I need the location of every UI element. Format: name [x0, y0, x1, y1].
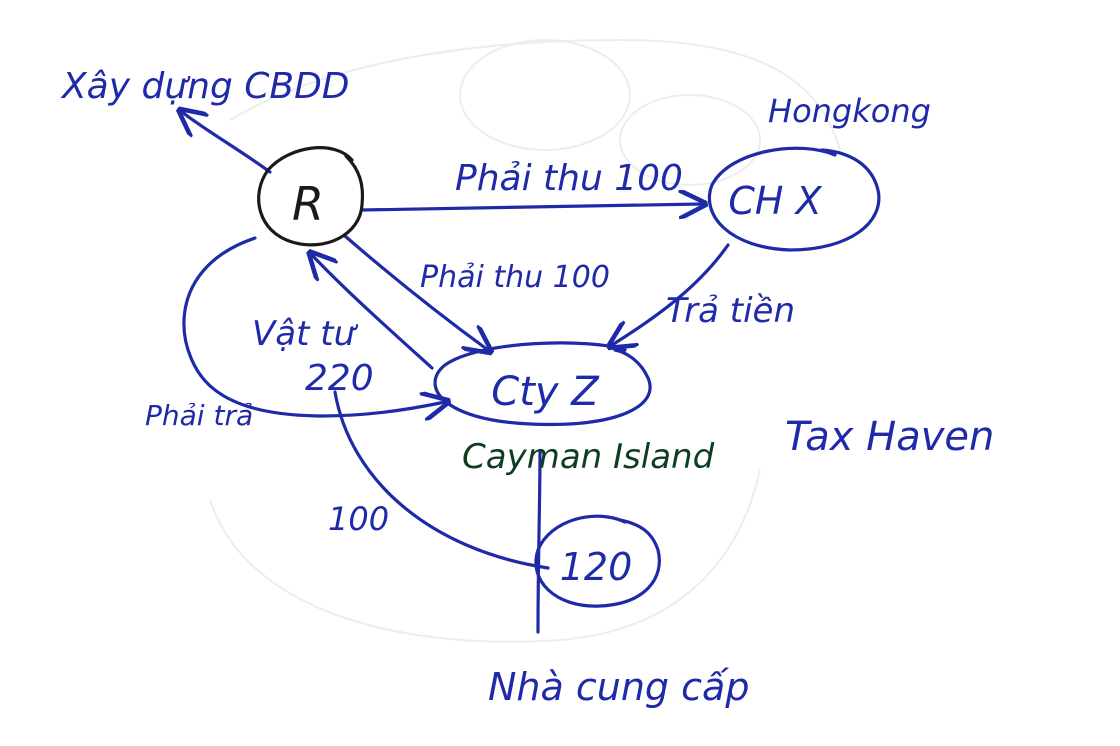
node-chx: CH X [707, 146, 881, 252]
edge-loop-phai-tra [182, 236, 445, 416]
node-cty-z: Cty Z [433, 341, 652, 427]
label-phai-thu-top: Phải thu 100 [455, 158, 683, 199]
label-tax-haven: Tax Haven [785, 414, 994, 460]
node-120: 120 [534, 514, 661, 608]
node-chx-label: CH X [728, 179, 822, 223]
node-r-label: R [292, 177, 324, 231]
label-cayman-island: Cayman Island [462, 437, 715, 477]
edge-cty-to-r [312, 255, 434, 370]
label-construction: Xây dựng CBDD [60, 66, 350, 107]
label-phai-tra: Phải trả [145, 399, 253, 432]
edge-chx-to-cty [612, 243, 730, 345]
label-hongkong: Hongkong [768, 92, 931, 130]
label-phai-thu-mid: Phải thu 100 [420, 260, 610, 295]
label-100: 100 [328, 500, 389, 538]
edge-220-to-120 [333, 390, 550, 570]
label-tra-tien: Trả tiền [666, 291, 795, 331]
node-cty-z-label: Cty Z [491, 369, 600, 415]
label-nha-cung-cap: Nhà cung cấp [488, 665, 749, 709]
edge-r-to-cty [343, 234, 488, 350]
node-r: R [257, 146, 365, 247]
node-120-label: 120 [560, 545, 633, 589]
label-220: 220 [305, 358, 374, 399]
edge-r-to-chx [360, 204, 702, 210]
edge-r-to-construction [182, 112, 272, 174]
label-vat-tu: Vật tư [252, 314, 359, 354]
faint-background-marks [209, 38, 841, 643]
edge-supplier-line [536, 450, 542, 634]
